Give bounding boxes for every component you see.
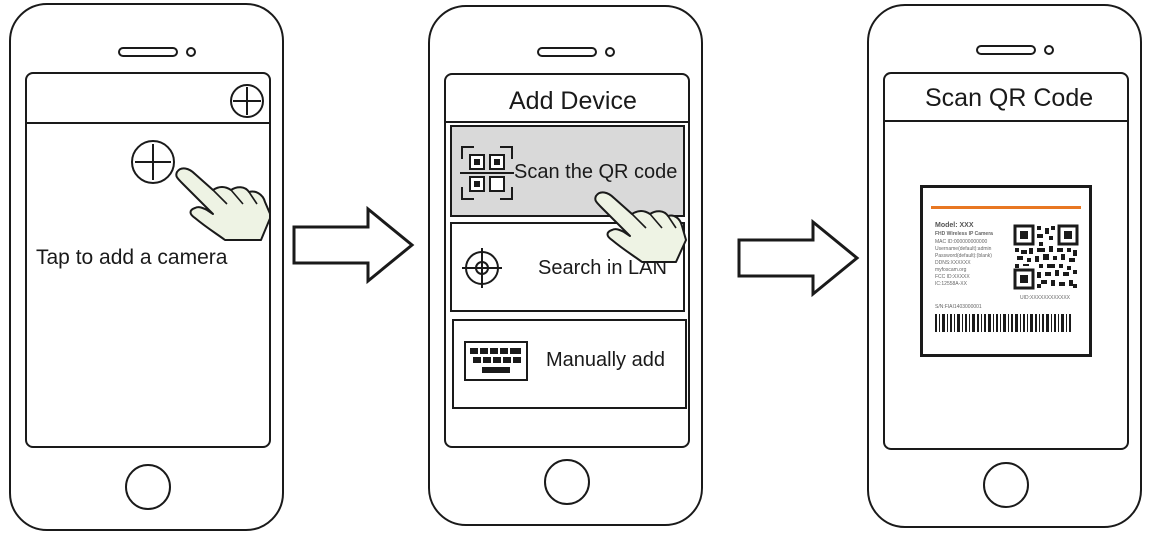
qr-code-icon [1013, 224, 1079, 290]
phone-step-3: Scan QR Code Model: XXX FHD Wireless IP … [867, 4, 1142, 528]
home-button [983, 462, 1029, 508]
label-uid: UID:XXXXXXXXXXXX [1020, 295, 1071, 301]
label-line: Password(default):(blank) [935, 253, 992, 259]
page-title: Add Device [509, 87, 637, 115]
add-camera-icon[interactable] [130, 139, 176, 185]
keyboard-icon [464, 341, 528, 381]
label-accent-line [931, 206, 1081, 209]
label-line: myfoscam.org [935, 267, 967, 273]
barcode-icon [935, 314, 1071, 332]
qr-scan-icon [460, 146, 514, 200]
speaker [118, 47, 178, 57]
top-bar [27, 74, 269, 124]
home-button [544, 459, 590, 505]
camera-label: Model: XXX FHD Wireless IP Camera MAC ID… [920, 185, 1092, 357]
crosshair-icon [462, 248, 502, 288]
home-button [125, 464, 171, 510]
arrow-right-icon [292, 205, 415, 285]
speaker [537, 47, 597, 57]
page-title: Scan QR Code [925, 84, 1094, 112]
label-line: FCC ID:XXXXX [935, 274, 970, 280]
option-label: Manually add [546, 349, 665, 371]
arrow-right-icon [737, 218, 860, 298]
option-label: Scan the QR code [514, 161, 678, 183]
screen-step-3: Scan QR Code Model: XXX FHD Wireless IP … [883, 72, 1129, 450]
label-line: Username(default):admin [935, 246, 992, 252]
label-line: IC:12558A-XX [935, 281, 967, 287]
pointing-hand-icon [594, 191, 687, 263]
option-manual-add[interactable]: Manually add [452, 319, 687, 409]
option-search-lan[interactable]: Search in LAN [450, 222, 685, 312]
pointing-hand-icon [175, 167, 269, 241]
front-camera [1044, 45, 1054, 55]
front-camera [186, 47, 196, 57]
front-camera [605, 47, 615, 57]
screen-step-2: Add Device Scan the QR code [444, 73, 690, 448]
label-product: FHD Wireless IP Camera [935, 231, 993, 237]
label-line: DDNS:XXXXXX [935, 260, 971, 266]
label-serial: S/N:FIAI1403000001 [935, 304, 982, 310]
title-bar [446, 75, 688, 123]
label-model: Model: XXX [935, 222, 974, 229]
title-bar [885, 74, 1127, 122]
screen-step-1: Tap to add a camera [25, 72, 271, 448]
speaker [976, 45, 1036, 55]
option-scan-qr[interactable]: Scan the QR code [450, 125, 685, 217]
phone-step-2: Add Device Scan the QR code [428, 5, 703, 526]
label-line: MAC ID:000000000000 [935, 239, 988, 245]
phone-step-1: Tap to add a camera [9, 3, 284, 531]
add-camera-top-icon[interactable] [229, 83, 265, 119]
option-label: Search in LAN [538, 257, 667, 279]
instruction-text: Tap to add a camera [36, 246, 228, 269]
